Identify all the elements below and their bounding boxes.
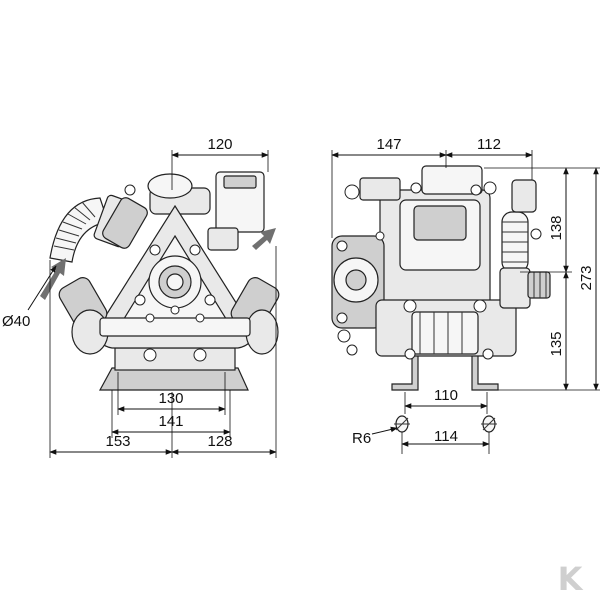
dim-front-top-width: 120	[207, 136, 232, 153]
side-view: 147 112 138 135 273 110 114	[331, 136, 600, 454]
dim-hole-radius: R6	[352, 430, 371, 447]
dim-height-total: 273	[578, 265, 595, 290]
dim-height-lower: 135	[548, 331, 565, 356]
brand-logo-badge	[548, 562, 592, 594]
dim-left-half: 153	[105, 433, 130, 450]
dim-height-upper: 138	[548, 215, 565, 240]
dim-mount-spacing-a: 110	[434, 387, 458, 404]
side-mount-foot-left	[391, 351, 419, 391]
front-view: 120 130 141 153 128 Ø40	[2, 136, 280, 458]
brand-logo-mark: K	[558, 560, 584, 598]
mount-hole-right	[481, 415, 497, 433]
dim-mount-spacing-b: 114	[434, 428, 458, 445]
outlet-flow-arrow	[252, 228, 276, 250]
side-outlet-pipe	[499, 179, 551, 309]
mount-hole-left	[394, 415, 410, 433]
front-base-plate	[98, 367, 249, 391]
inlet-flow-arrow	[40, 258, 66, 300]
dim-base-inner: 130	[158, 390, 183, 407]
dim-base-outer: 141	[158, 413, 183, 430]
brand-logo: K	[548, 560, 592, 598]
dim-inlet-diameter: Ø40	[2, 313, 30, 330]
dim-side-top-left: 147	[376, 136, 401, 153]
front-base-block	[114, 347, 236, 371]
dim-right-half: 128	[207, 433, 232, 450]
front-crossbar	[99, 317, 251, 337]
dim-side-top-right: 112	[477, 136, 501, 153]
diaphragm-head-top	[102, 197, 148, 249]
